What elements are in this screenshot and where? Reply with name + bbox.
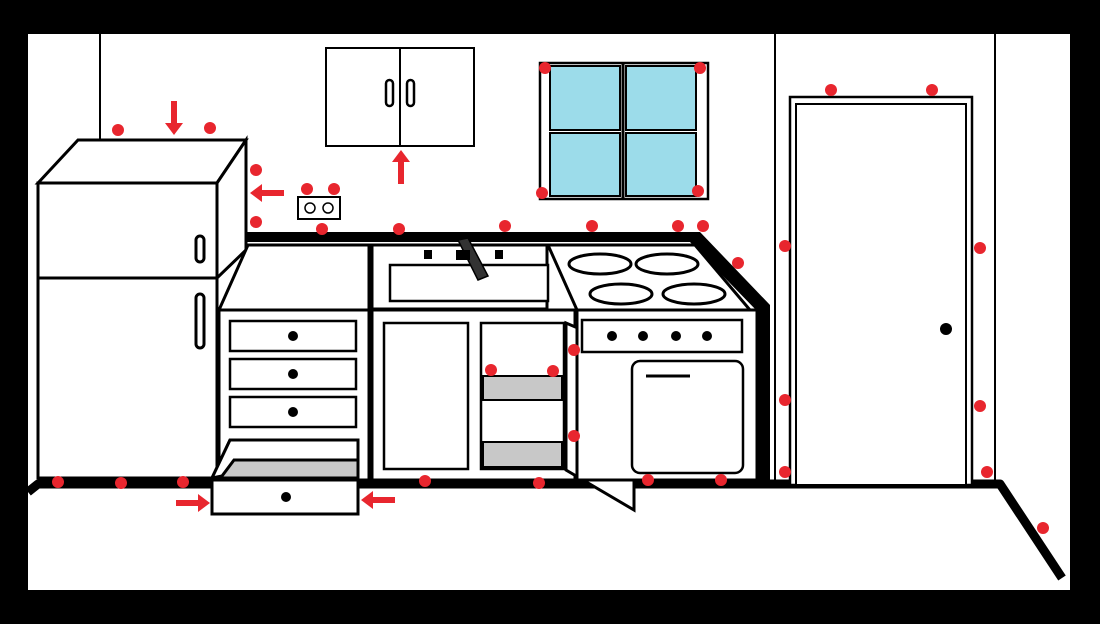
inspection-dot [981, 466, 993, 478]
inspection-dot [779, 394, 791, 406]
door-panel [795, 103, 967, 486]
open-drawer[interactable] [209, 438, 360, 516]
window-pane-tl [549, 65, 621, 131]
inspection-dot [539, 62, 551, 74]
faucet-handle-right [495, 250, 503, 259]
inspection-dot [115, 477, 127, 489]
inspection-dot [177, 476, 189, 488]
inspection-dot [779, 240, 791, 252]
oven-door[interactable] [630, 359, 745, 475]
inspection-dot [485, 364, 497, 376]
inspection-dot [393, 223, 405, 235]
faucet-base [456, 250, 470, 260]
inspection-dot [926, 84, 938, 96]
inspection-arrow-icon [165, 101, 183, 135]
inspection-dot [732, 257, 744, 269]
inspection-dot [568, 344, 580, 356]
door[interactable] [788, 95, 974, 487]
inspection-dot [316, 223, 328, 235]
oven-knob-2[interactable] [638, 331, 648, 341]
inspection-dot [642, 474, 654, 486]
inspection-dot [672, 220, 684, 232]
burner-2 [634, 252, 700, 276]
inspection-arrow-icon [250, 184, 284, 202]
inspection-dot [204, 122, 216, 134]
burner-3 [588, 282, 654, 306]
upper-cabinet-handle-right [405, 78, 416, 108]
refrigerator-main-door [36, 276, 219, 480]
window-pane-tr [625, 65, 697, 131]
sink-cabinet-door-left[interactable] [382, 321, 470, 471]
door-knob[interactable] [940, 323, 952, 335]
inspection-dot [825, 84, 837, 96]
inspection-dot [328, 183, 340, 195]
sink-counter [370, 243, 550, 311]
sink-cabinet-shelf-top [482, 375, 563, 401]
faucet[interactable] [424, 237, 503, 281]
burner-1 [567, 252, 633, 276]
inspection-dot [52, 476, 64, 488]
inspection-dot [250, 216, 262, 228]
window[interactable] [538, 61, 710, 201]
inspection-dot [586, 220, 598, 232]
upper-cabinet-handle-left [384, 78, 395, 108]
refrigerator[interactable] [34, 135, 249, 480]
inspection-dot [974, 400, 986, 412]
inspection-dot [715, 474, 727, 486]
sink-base-cabinet[interactable] [370, 308, 577, 482]
oven[interactable] [575, 308, 759, 482]
inspection-dot [694, 62, 706, 74]
inspection-dot [499, 220, 511, 232]
inspection-arrow-icon [176, 494, 210, 512]
drawer-2-knob [288, 369, 298, 379]
inspection-dot [250, 164, 262, 176]
upper-cabinet[interactable] [325, 47, 475, 147]
inspection-dot [697, 220, 709, 232]
inspection-dot [779, 466, 791, 478]
sink-cabinet-shelf-bottom [482, 441, 563, 468]
outlet-socket-right [322, 202, 334, 214]
open-drawer-knob [281, 492, 291, 502]
faucet-spout [456, 237, 490, 281]
oven-control-panel [580, 318, 744, 354]
oven-knob-1[interactable] [607, 331, 617, 341]
drawer-3-knob [288, 407, 298, 417]
inspection-dot [533, 477, 545, 489]
freezer-handle [194, 234, 206, 264]
sink-basin[interactable] [388, 263, 550, 303]
inspection-dot [419, 475, 431, 487]
inspection-dot [301, 183, 313, 195]
outlet-socket-left [304, 202, 316, 214]
burner-4 [661, 282, 727, 306]
fridge-handle [194, 292, 206, 350]
inspection-dot [112, 124, 124, 136]
inspection-dot [974, 242, 986, 254]
inspection-dot [536, 187, 548, 199]
wall-outlet [297, 196, 341, 220]
inspection-dot [1037, 522, 1049, 534]
inspection-dot [547, 365, 559, 377]
oven-knob-3[interactable] [671, 331, 681, 341]
faucet-handle-left [424, 250, 432, 259]
inspection-arrow-icon [361, 491, 395, 509]
floor-line [25, 479, 1066, 581]
refrigerator-freezer-door [36, 181, 219, 280]
inspection-arrow-icon [392, 150, 410, 184]
stove[interactable] [545, 243, 754, 312]
inspection-dot [692, 185, 704, 197]
oven-knob-4[interactable] [702, 331, 712, 341]
backsplash-edge [247, 232, 770, 480]
window-pane-br [625, 132, 697, 197]
inspection-markers [52, 62, 1049, 534]
window-pane-bl [549, 132, 621, 197]
inspection-dot [568, 430, 580, 442]
drawer-1-knob [288, 331, 298, 341]
inspection-arrows [165, 101, 410, 512]
